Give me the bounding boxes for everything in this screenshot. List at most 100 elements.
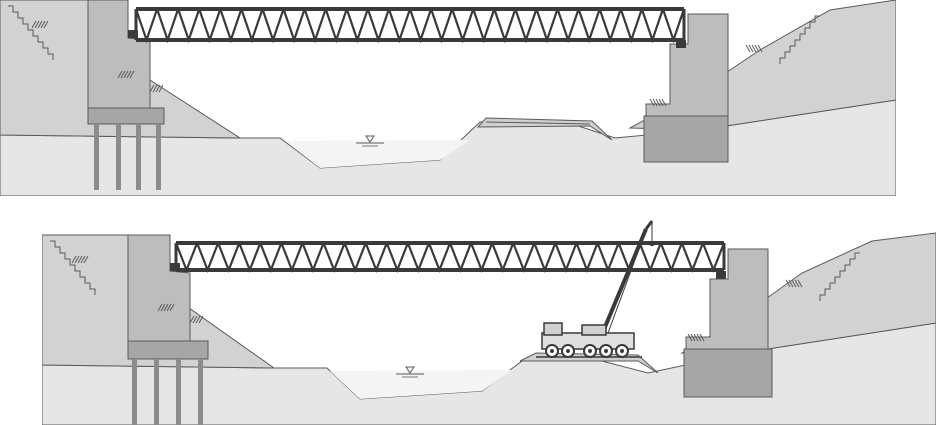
hatch-stroke <box>693 333 699 342</box>
hatch-stroke <box>166 303 172 312</box>
right-bearing <box>716 271 726 279</box>
slope-hatch-marks <box>71 255 89 264</box>
crane-hook <box>648 242 656 247</box>
right-footing <box>683 348 773 398</box>
crane-wheel-hub <box>604 349 608 353</box>
truss-web-diagonals <box>174 242 726 274</box>
hatch-stroke <box>157 303 163 312</box>
panel-crane-placement <box>42 213 936 425</box>
hatch-stroke <box>649 98 655 107</box>
hatch-stroke <box>83 255 89 264</box>
crane-icon <box>536 220 656 358</box>
river-water <box>285 140 470 168</box>
hatch-stroke <box>34 20 40 29</box>
temporary-platform <box>519 352 659 374</box>
slope-hatch-marks <box>157 303 175 312</box>
hatch-stroke <box>123 70 129 79</box>
hatch-stroke <box>158 84 164 93</box>
stair-steps <box>50 240 96 295</box>
left-pile-cap <box>127 340 209 360</box>
hatch-stroke <box>43 20 49 29</box>
hatch-stroke <box>155 84 161 93</box>
hatch-stroke <box>198 315 204 324</box>
hatch-stroke <box>149 84 155 93</box>
hatch-stroke <box>152 84 158 93</box>
hatch-stroke <box>751 44 757 53</box>
slope-hatch-marks <box>189 315 204 324</box>
hatch-stroke <box>120 70 126 79</box>
hatch-stroke <box>748 44 754 53</box>
crane-cab <box>543 322 563 336</box>
hatch-stroke <box>757 44 763 53</box>
hatch-stroke <box>785 279 791 288</box>
platform-deck-line <box>485 121 591 125</box>
hatch-stroke <box>77 255 83 264</box>
pile <box>136 124 141 190</box>
left-bearing <box>128 30 138 38</box>
crane-boom <box>598 228 648 340</box>
hatch-stroke <box>40 20 46 29</box>
bridge-section-diagram-bottom <box>42 213 936 425</box>
panel-before-placement <box>0 0 896 196</box>
slope-hatch-marks <box>785 279 803 288</box>
pile <box>116 124 121 190</box>
stair-steps <box>8 5 54 60</box>
hatch-stroke <box>37 20 43 29</box>
bridge-section-diagram-top <box>0 0 896 196</box>
pile <box>156 124 161 190</box>
crane-boom-tip <box>644 220 654 230</box>
pile <box>132 359 137 425</box>
hatch-stroke <box>788 279 794 288</box>
crane-wheel-hub <box>620 349 624 353</box>
slope-hatch-marks <box>117 70 135 79</box>
hatch-stroke <box>690 333 696 342</box>
crane-turret <box>581 324 607 336</box>
hatch-stroke <box>658 98 664 107</box>
stair-steps <box>819 252 860 301</box>
truss-bottom-chord <box>176 268 724 272</box>
hatch-stroke <box>661 98 667 107</box>
hatch-stroke <box>754 44 760 53</box>
hatch-stroke <box>126 70 132 79</box>
right-footing <box>643 115 729 163</box>
hatch-stroke <box>169 303 175 312</box>
truss-girder <box>134 7 686 44</box>
hatch-stroke <box>31 20 37 29</box>
water-level-triangle <box>405 366 415 374</box>
slope-hatch-marks <box>649 98 667 107</box>
hatch-stroke <box>687 333 693 342</box>
water-level-icon <box>356 135 384 147</box>
pile <box>176 359 181 425</box>
pile <box>154 359 159 425</box>
hatch-stroke <box>189 315 195 324</box>
hatch-stroke <box>163 303 169 312</box>
crane-boom-cable <box>607 240 643 334</box>
hatch-stroke <box>129 70 135 79</box>
truss-web-diagonals <box>134 8 686 44</box>
left-pile-cap <box>87 107 165 125</box>
truss-bottom-chord <box>136 38 684 42</box>
hatch-stroke <box>745 44 751 53</box>
hatch-stroke <box>797 279 803 288</box>
river-water <box>330 370 512 399</box>
hatch-stroke <box>195 315 201 324</box>
hatch-stroke <box>71 255 77 264</box>
crane-wheel-hub <box>550 349 554 353</box>
hatch-stroke <box>791 279 797 288</box>
water-level-triangle <box>365 135 375 143</box>
stair-steps <box>779 15 820 64</box>
truss-girder <box>174 241 726 274</box>
hatch-stroke <box>117 70 123 79</box>
hatch-stroke <box>655 98 661 107</box>
right-bearing <box>676 40 686 48</box>
pile <box>198 359 203 425</box>
hatch-stroke <box>160 303 166 312</box>
hatch-stroke <box>696 333 702 342</box>
hatch-stroke <box>794 279 800 288</box>
hatch-stroke <box>80 255 86 264</box>
hatch-stroke <box>652 98 658 107</box>
pile <box>94 124 99 190</box>
crane-wheel-hub <box>588 349 592 353</box>
crane-wheel-hub <box>566 349 570 353</box>
hatch-stroke <box>699 333 705 342</box>
